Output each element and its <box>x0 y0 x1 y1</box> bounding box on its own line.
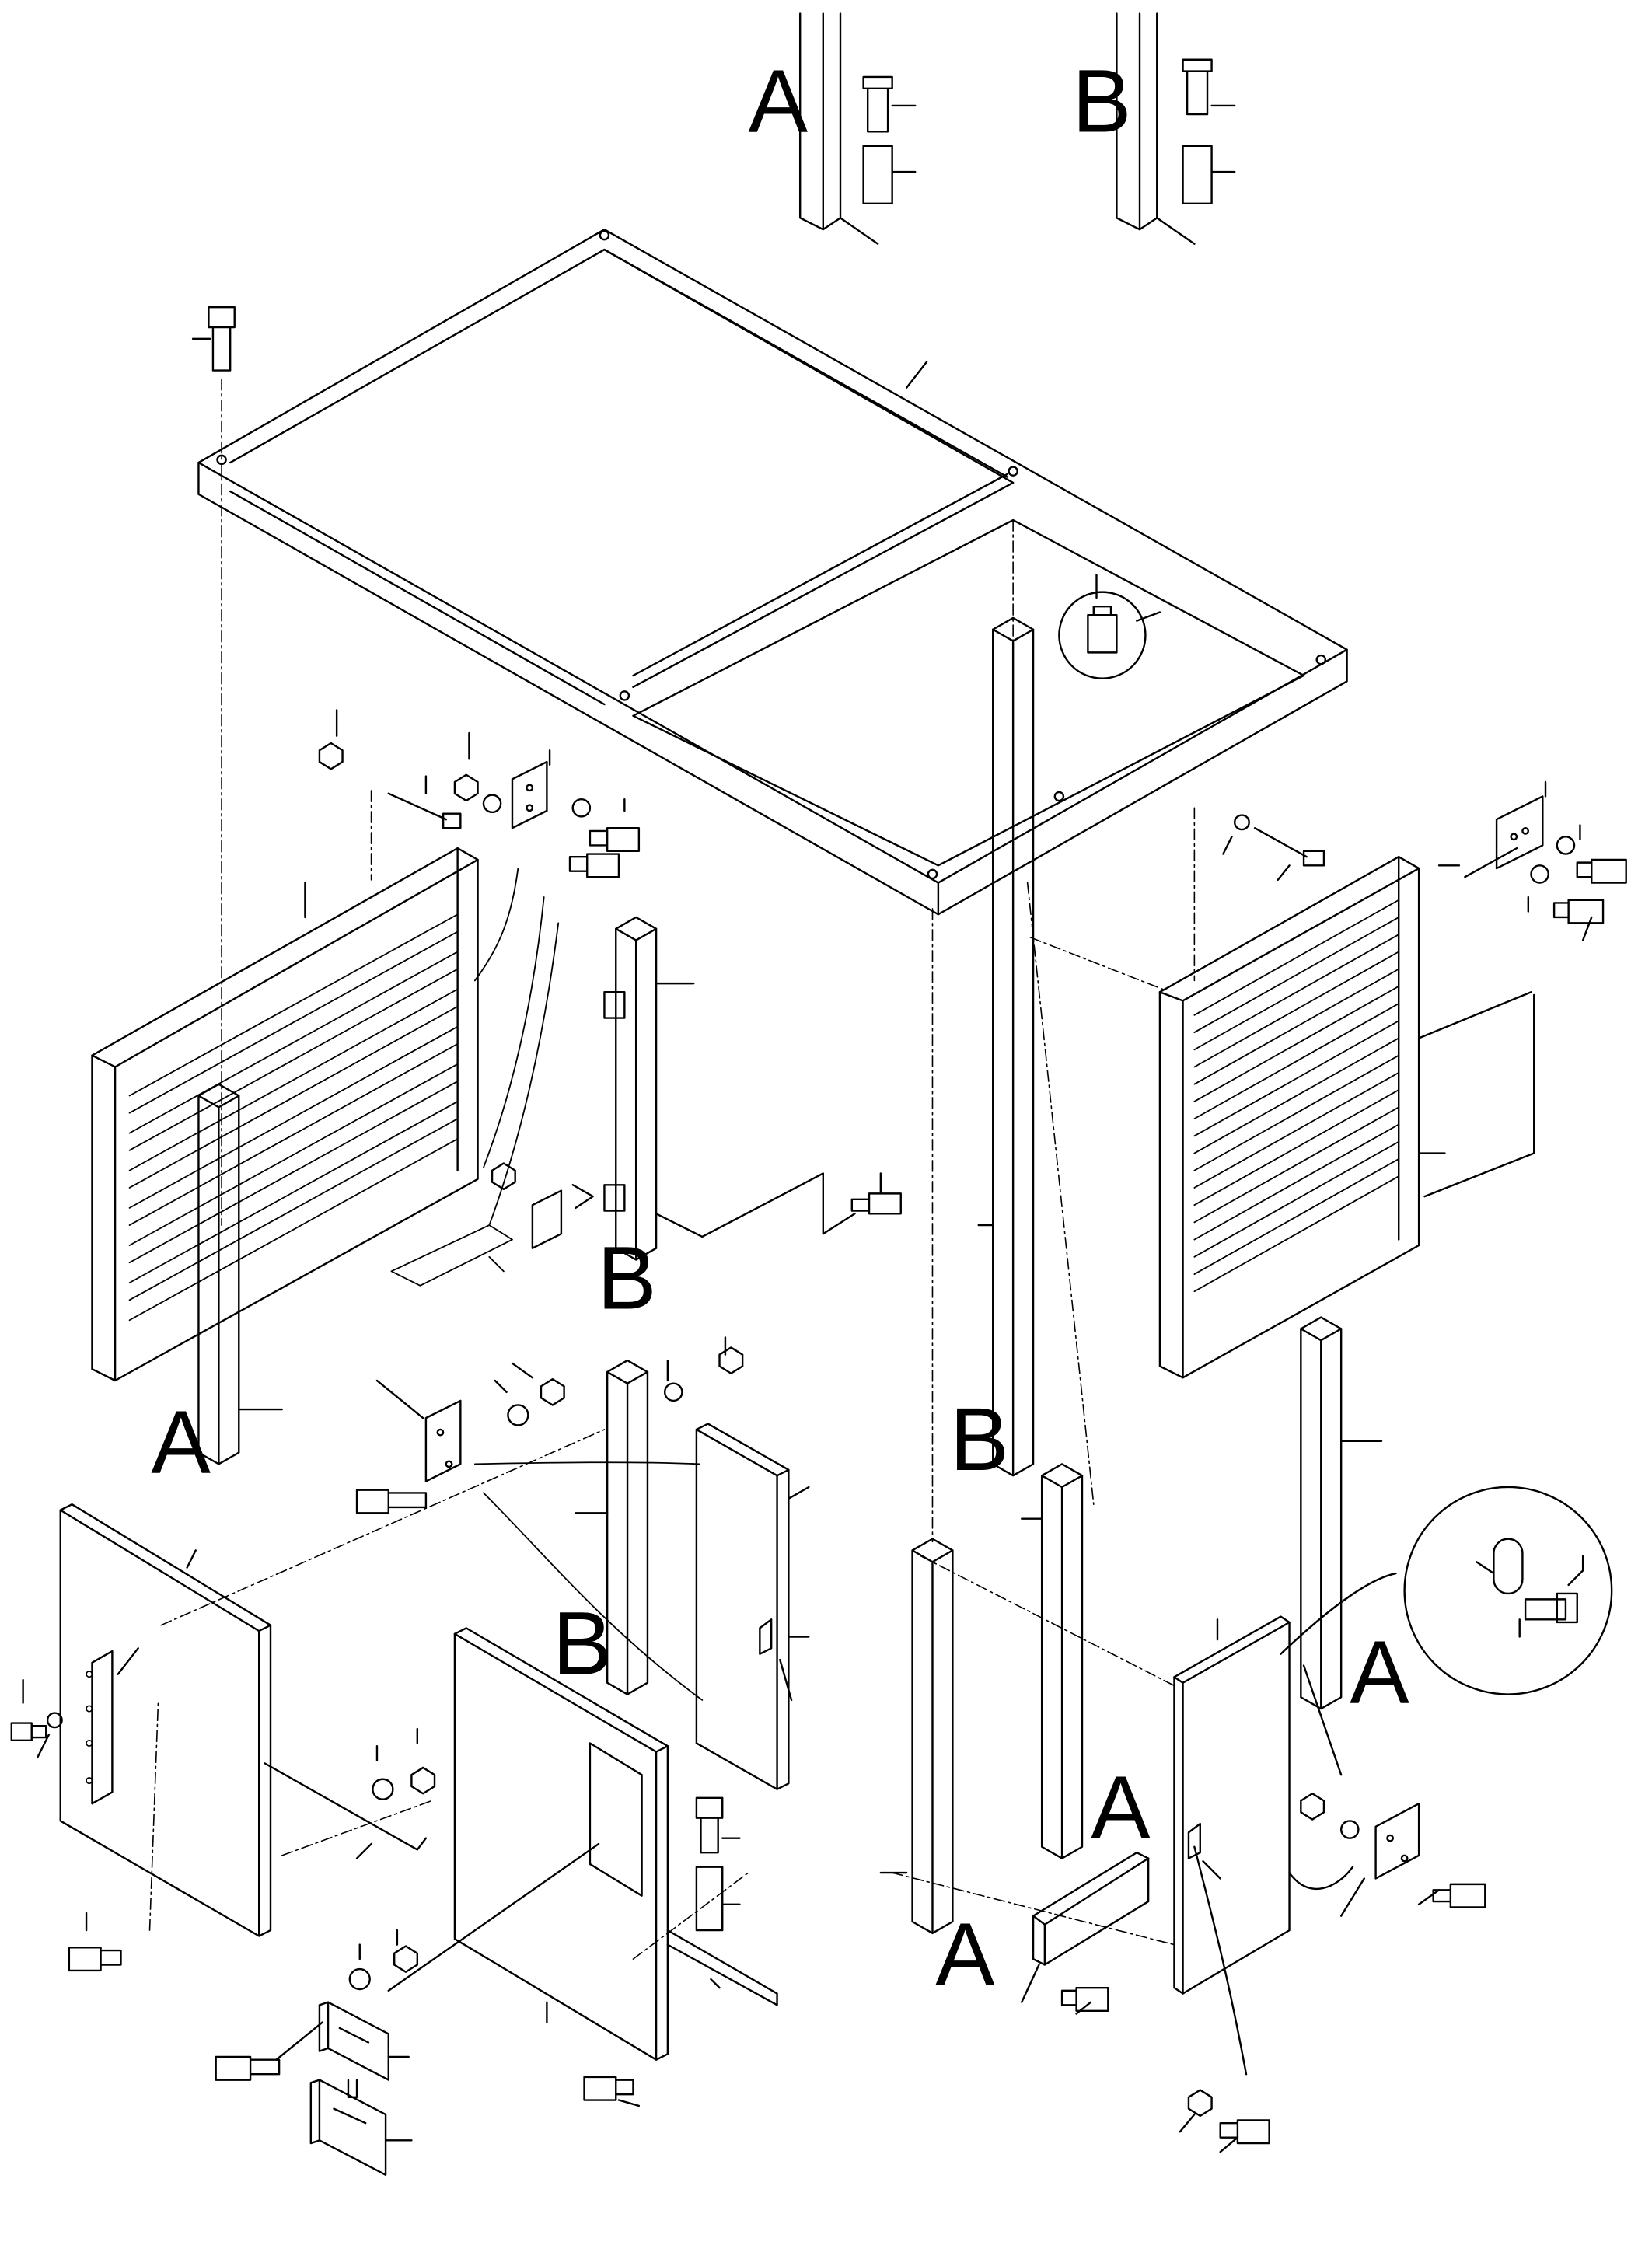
post-middle: B <box>950 618 1033 1489</box>
detail-a: A <box>749 14 916 244</box>
cables-left <box>391 868 558 1286</box>
detail-b: B <box>1072 14 1235 244</box>
door-panel-right <box>1174 1617 1353 2075</box>
left-louver-panel <box>92 848 477 1381</box>
post-left-front-label: A <box>151 1392 211 1492</box>
fasteners-lower-left <box>12 1680 435 1971</box>
post-front-left-label: A <box>935 1905 995 2004</box>
access-plate-lower <box>311 2080 412 2175</box>
wires-center <box>475 1462 702 1700</box>
front-panel-left: B <box>455 1594 777 2060</box>
top-bolt-icon <box>193 307 235 370</box>
right-louver-panel <box>1160 848 1534 1377</box>
post-front-left: A <box>881 1539 995 2004</box>
hinge-hardware-center <box>357 1337 742 1513</box>
panel-b-label: B <box>553 1594 613 1694</box>
fasteners-bottom-right <box>1180 2090 1270 2153</box>
post-right-front: A <box>1301 1318 1409 1723</box>
spacer-bolt-icon <box>697 1798 740 1930</box>
bracket-left <box>492 1163 901 1248</box>
post-left-back: B <box>553 1360 648 1694</box>
hinge-hardware-upper-left <box>320 710 639 877</box>
bolt-lower-center <box>585 2077 639 2106</box>
side-panel-left <box>61 1504 426 1936</box>
post-front-right: A <box>1022 1464 1151 1858</box>
post-right-front-label: A <box>1350 1623 1409 1723</box>
spacer-detail-icon <box>1280 1487 1612 1695</box>
access-plate-upper <box>216 1844 599 2080</box>
post-middle-label: B <box>950 1390 1010 1489</box>
cover-plate-right <box>1022 1852 1148 2013</box>
alignment-lines <box>150 379 1195 1959</box>
post-left-back-label: B <box>553 1594 613 1694</box>
post-left-front: A <box>151 1084 281 1492</box>
clip-detail-icon <box>1059 574 1160 678</box>
alignment-lines-right <box>1028 883 1163 1505</box>
top-frame <box>198 229 1346 914</box>
door-panel-center <box>697 1424 809 1789</box>
hinge-hardware-lower-right <box>1301 1666 1485 1916</box>
hinge-hardware-right <box>1223 782 1626 941</box>
detail-a-letter: A <box>749 51 809 151</box>
detail-b-letter: B <box>1072 51 1132 151</box>
post-front-right-label: A <box>1091 1758 1151 1858</box>
post-center: B <box>597 917 693 1328</box>
post-center-label: B <box>597 1228 657 1328</box>
